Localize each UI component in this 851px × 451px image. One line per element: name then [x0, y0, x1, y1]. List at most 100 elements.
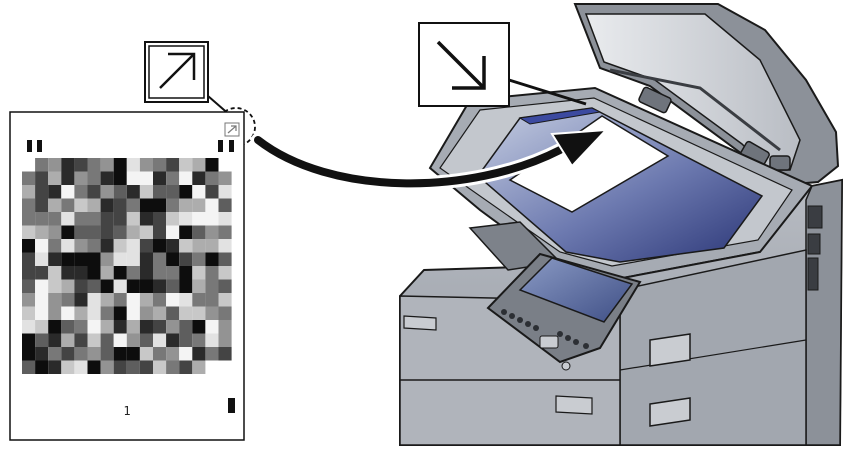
mosaic-cell: [192, 198, 206, 212]
mosaic-cell: [100, 293, 114, 307]
mosaic-cell: [48, 266, 62, 280]
mosaic-cell: [166, 360, 180, 374]
mosaic-cell: [192, 171, 206, 185]
mosaic-cell: [166, 225, 180, 239]
mosaic-cell: [61, 212, 75, 226]
mosaic-cell: [126, 225, 140, 239]
mosaic-cell: [74, 225, 88, 239]
mosaic-cell: [126, 212, 140, 226]
mosaic-cell: [74, 171, 88, 185]
mosaic-cell: [166, 171, 180, 185]
mosaic-cell: [218, 306, 232, 320]
mosaic-cell: [139, 171, 153, 185]
mosaic-cell: [192, 158, 206, 172]
mosaic-cell: [218, 320, 232, 334]
mosaic-cell: [166, 158, 180, 172]
mosaic-cell: [113, 279, 127, 293]
mosaic-cell: [48, 360, 62, 374]
mosaic-cell: [139, 333, 153, 347]
mosaic-cell: [179, 212, 193, 226]
mosaic-cell: [218, 252, 232, 266]
mosaic-cell: [35, 252, 49, 266]
mosaic-cell: [22, 212, 36, 226]
mosaic-cell: [218, 198, 232, 212]
mosaic-cell: [166, 347, 180, 361]
mosaic-cell: [192, 225, 206, 239]
mosaic-cell: [87, 347, 101, 361]
mosaic-cell: [87, 360, 101, 374]
mosaic-cell: [61, 306, 75, 320]
mosaic-cell: [153, 333, 167, 347]
mosaic-cell: [74, 158, 88, 172]
mosaic-cell: [61, 158, 75, 172]
mosaic-cell: [192, 306, 206, 320]
mosaic-cell: [74, 333, 88, 347]
mosaic-cell: [166, 212, 180, 226]
mosaic-cell: [126, 293, 140, 307]
mosaic-cell: [126, 158, 140, 172]
mosaic-cell: [22, 279, 36, 293]
mosaic-cell: [74, 239, 88, 253]
mosaic-cell: [74, 306, 88, 320]
mosaic-cell: [22, 360, 36, 374]
mosaic-cell: [74, 198, 88, 212]
mosaic-cell: [100, 239, 114, 253]
mosaic-cell: [87, 320, 101, 334]
mosaic-cell: [218, 279, 232, 293]
multifunction-printer: [399, 3, 844, 446]
mosaic-cell: [35, 266, 49, 280]
mosaic-cell: [22, 306, 36, 320]
mosaic-cell: [139, 360, 153, 374]
mosaic-cell: [35, 293, 49, 307]
mosaic-cell: [113, 158, 127, 172]
mosaic-cell: [100, 320, 114, 334]
mosaic-cell: [35, 171, 49, 185]
mosaic-cell: [153, 225, 167, 239]
mosaic-cell: [153, 158, 167, 172]
mosaic-cell: [153, 185, 167, 199]
mosaic-cell: [139, 185, 153, 199]
mosaic-cell: [205, 158, 219, 172]
mosaic-cell: [22, 293, 36, 307]
mosaic-cell: [113, 266, 127, 280]
mosaic-cell: [139, 252, 153, 266]
mosaic-cell: [126, 239, 140, 253]
mosaic-cell: [22, 198, 36, 212]
mosaic-cell: [113, 306, 127, 320]
mosaic-cell: [126, 266, 140, 280]
mosaic-cell: [87, 279, 101, 293]
mosaic-cell: [113, 347, 127, 361]
mosaic-cell: [48, 185, 62, 199]
mosaic-cell: [179, 225, 193, 239]
mosaic-cell: [153, 306, 167, 320]
mosaic-cell: [153, 347, 167, 361]
mosaic-cell: [74, 347, 88, 361]
mosaic-cell: [35, 158, 49, 172]
small-corner-icon: [224, 122, 240, 137]
mosaic-cell: [205, 320, 219, 334]
mosaic-cell: [35, 320, 49, 334]
mosaic-cell: [61, 225, 75, 239]
mosaic-cell: [139, 158, 153, 172]
mosaic-cell: [218, 239, 232, 253]
mosaic-cell: [153, 198, 167, 212]
mosaic-cell: [205, 212, 219, 226]
mosaic-cell: [179, 171, 193, 185]
mosaic-cell: [61, 320, 75, 334]
mosaic-cell: [205, 185, 219, 199]
mosaic-cell: [192, 185, 206, 199]
mosaic-cell: [205, 333, 219, 347]
mosaic-cell: [126, 320, 140, 334]
mosaic-cell: [218, 171, 232, 185]
mosaic-cell: [35, 347, 49, 361]
mosaic-cell: [126, 198, 140, 212]
mosaic-cell: [205, 279, 219, 293]
mosaic-cell: [205, 171, 219, 185]
mosaic-cell: [153, 293, 167, 307]
mosaic-cell: [22, 320, 36, 334]
mosaic-cell: [74, 360, 88, 374]
mosaic-cell: [113, 293, 127, 307]
mosaic-cell: [139, 239, 153, 253]
mosaic-cell: [218, 185, 232, 199]
